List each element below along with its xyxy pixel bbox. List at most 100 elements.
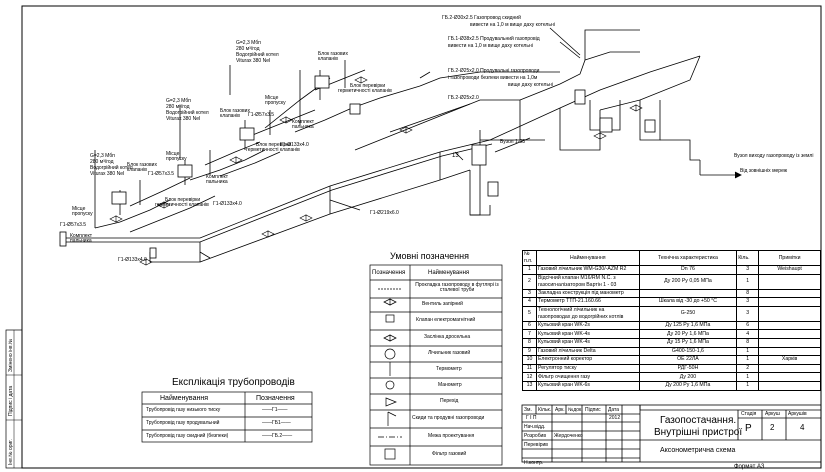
- explication-title: Експлікація трубопроводів: [172, 377, 295, 388]
- spec-cell-name: Кульовий кран WK-6s: [535, 380, 640, 391]
- stamp-nkontr: Н.контр.: [524, 460, 544, 466]
- stamp-title2: Внутрішні пристрої: [654, 427, 743, 438]
- spec-cell-tech: [638, 288, 738, 299]
- spec-cell-name: Електронний коректор: [535, 355, 640, 365]
- spec-cell-notes: [758, 297, 821, 307]
- spec-cell-notes: [758, 273, 821, 290]
- spec-cell-notes: [758, 363, 821, 374]
- pipe-d57-3: Г1-Ø57х3.5: [60, 222, 87, 228]
- block-label-1: Блок газових: [318, 51, 348, 57]
- stamp-arkushiv-h: Аркушів: [788, 411, 807, 417]
- block-label-3b: клапанів: [127, 167, 147, 173]
- spec-cell-tech: OE 22ЛА: [638, 355, 738, 365]
- spec-cell-name: Термометр ТТП-21.160.66: [535, 297, 640, 307]
- comp-label-1: Комплект: [292, 119, 315, 125]
- legend-row-meter: Лічильник газовий: [428, 350, 471, 356]
- explication-col-name: Найменування: [160, 395, 208, 402]
- explication-row2-name: Трубопровід газу продувальний: [146, 420, 220, 426]
- spec-cell-tech: Ду 20 Ру 1,6 МПа: [638, 329, 738, 339]
- pipe-d57-2: Г1-Ø57х3.5: [148, 171, 175, 177]
- spec-cell-name: Кульовий кран WK-4s: [535, 337, 640, 348]
- legend-row-solenoid: Клапан електромагнітний: [416, 317, 476, 323]
- legend-col-name: Найменування: [428, 270, 470, 276]
- legend-row-throttle: Заслінка дросельна: [424, 334, 471, 340]
- boiler3-type: Водогрійний котел: [166, 110, 209, 116]
- legend-row-purge: Скиди та продувні газопроводи: [412, 415, 485, 421]
- spec-cell-num: 10: [522, 355, 537, 365]
- boiler3-flow: 280 м³/год: [166, 104, 190, 110]
- label-13: 13: [452, 153, 459, 159]
- stamp-zm: Зм.: [524, 407, 532, 413]
- boiler3-g: G=2,3 Мбп: [166, 98, 191, 104]
- check-label-2b: герметичності клапанів: [246, 147, 300, 153]
- legend-row-transition: Перехід: [440, 398, 459, 404]
- comp-label-3: Комплект: [70, 233, 93, 239]
- stamp-nachvidd: Нач.відд.: [524, 424, 546, 430]
- side-pidpys: Підпис і дата: [8, 385, 14, 416]
- side-zmin: Змінено інв.№: [8, 338, 14, 372]
- stamp-ndok: №док.: [568, 407, 583, 413]
- spec-cell-qty: 8: [736, 288, 760, 299]
- stamp-data: Дата: [608, 407, 620, 413]
- spec-cell-num: 1: [522, 265, 537, 275]
- spec-header-row: № п.п. Найменування Технічна характерист…: [522, 250, 821, 266]
- legend-title: Умовні позначення: [390, 251, 469, 261]
- stamp-kilk: Кільк.: [538, 407, 552, 413]
- spec-header-num: № п.п.: [522, 250, 537, 266]
- spec-cell-num: 2: [522, 273, 537, 290]
- note-gs2-25-second: ГБ.2-Ø25х2.0: [448, 95, 479, 101]
- spec-cell-qty: 1: [736, 355, 760, 365]
- spec-cell-qty: 4: [736, 329, 760, 339]
- spec-cell-qty: 3: [736, 265, 760, 275]
- pipe-d133-1: Г1-Ø133х4.0: [280, 142, 309, 148]
- block-label-3: Блок газових: [127, 162, 157, 168]
- stamp-gip: Г І П: [526, 415, 537, 421]
- note-node: Вузол 1-03: [500, 139, 525, 145]
- comp-label-1b: пальника: [292, 124, 314, 130]
- spec-cell-name: Відсічний клапан M16/RM N.C. з газосигна…: [535, 273, 640, 290]
- spec-cell-qty: 8: [736, 337, 760, 348]
- spec-cell-tech: Dn 76: [638, 265, 738, 275]
- block-label-2b: клапанів: [220, 113, 240, 119]
- spec-cell-qty: 3: [736, 297, 760, 307]
- pipe-d133-2: Г1-Ø133х4.0: [213, 201, 242, 207]
- check-label-3b: герметичності клапанів: [155, 202, 209, 208]
- spec-cell-notes: [758, 337, 821, 348]
- boiler4-model: Viturax 380 NeI: [236, 58, 271, 64]
- block-label-2: Блок газових: [220, 108, 250, 114]
- spec-cell-tech: Ду 200 Ру 1,6 МПа: [638, 380, 738, 391]
- spec-cell-notes: [758, 380, 821, 391]
- stamp-title1: Газопостачання.: [660, 415, 737, 426]
- explication-row2-mark: ——ГБ1——: [262, 420, 291, 426]
- note-exit: Вузол виходу газопроводу із землі: [734, 153, 814, 159]
- note-gs2-25a: ГБ.2-Ø25х2.0 Продувальні газопроводи: [448, 68, 540, 74]
- stamp-subtitle: Аксонометрична схема: [660, 447, 736, 454]
- note-gs2-25b: і газопроводи безпеки вивести на 1,0м: [448, 75, 538, 81]
- spec-cell-notes: Харків: [758, 355, 821, 365]
- legend-row-manometer: Манометр: [438, 382, 462, 388]
- stamp-pidp: Підпис: [585, 407, 601, 413]
- note-gs2-30: ГБ.2-Ø30х2.5 Газопровод скидний: [442, 15, 521, 21]
- spec-cell-qty: 1: [736, 372, 760, 382]
- spec-cell-num: 7: [522, 329, 537, 339]
- spec-cell-notes: [758, 329, 821, 339]
- spec-header-tech: Технічна характеристика: [638, 250, 738, 266]
- boiler3-model: Viturax 380 NeI: [166, 116, 201, 122]
- spec-cell-name: Газовий лічильник WM-G30/-AZM R2: [535, 265, 640, 275]
- spec-cell-qty: 3: [736, 305, 760, 322]
- stamp-pereviryv: Перевірив: [524, 442, 548, 448]
- explication-table: [141, 391, 313, 443]
- note-gs2-25c: вище даху котельні: [508, 82, 553, 88]
- spec-cell-tech: G-250: [638, 305, 738, 322]
- spec-cell-name: Кульовий кран WK-2s: [535, 320, 640, 331]
- spec-cell-tech: РДГ-50Н: [638, 363, 738, 374]
- note-gs1-25a: ГБ.1-Ø38х2.5 Продувальний газопровід: [448, 36, 540, 42]
